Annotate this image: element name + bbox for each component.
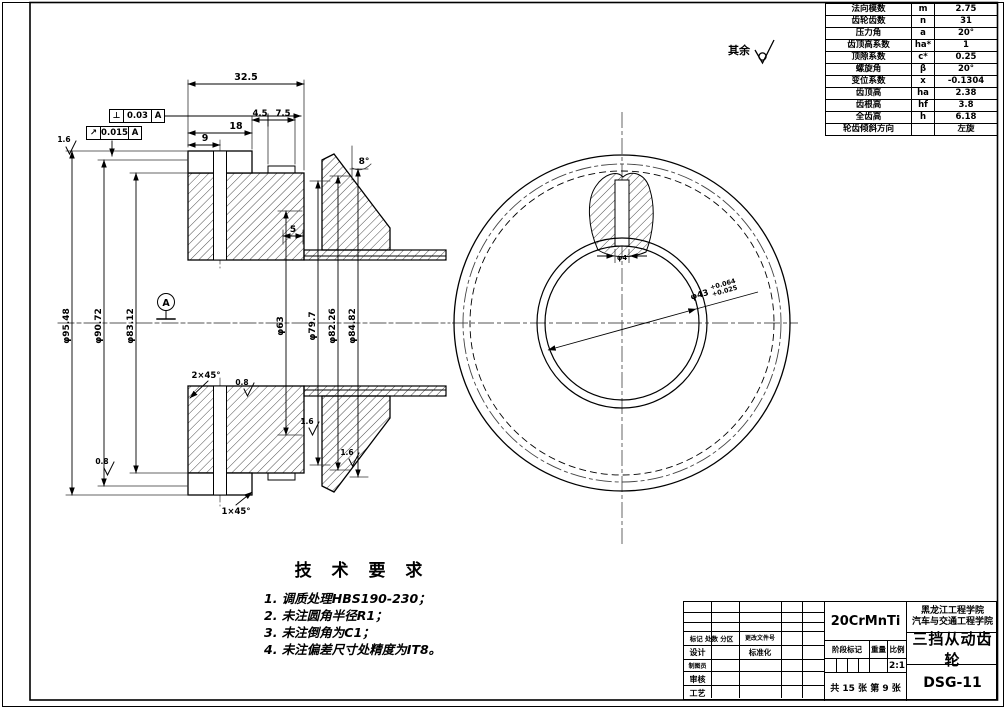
roughness-value: 0.8 bbox=[235, 378, 248, 387]
clutch-cone-bottom bbox=[321, 395, 391, 493]
dim-rim-width: 18 bbox=[229, 121, 243, 132]
dim-dia-cone: φ90.72 bbox=[94, 308, 104, 344]
row-check: 审核 bbox=[689, 675, 706, 684]
part-name-cell: 三挡从动齿轮 bbox=[906, 630, 998, 669]
scale-label: 比例 bbox=[887, 641, 906, 659]
perpendicularity-icon: ⊥ bbox=[109, 109, 123, 123]
root-circle bbox=[469, 170, 775, 476]
scale-value: 2:1 bbox=[887, 659, 906, 673]
row-standardization: 标准化 bbox=[748, 648, 772, 657]
gdt-tolerance-value: 0.03 bbox=[123, 109, 151, 123]
row-process: 工艺 bbox=[689, 689, 706, 698]
company-line1: 黑龙江工程学院 bbox=[920, 605, 984, 616]
tech-requirement-item: 4. 未注偏差尺寸处精度为IT8。 bbox=[264, 642, 442, 657]
tip-circle bbox=[453, 154, 791, 492]
dim-cone-angle: 8° bbox=[359, 157, 370, 167]
roughness-icon bbox=[65, 140, 77, 156]
dim-dia-8482: φ84.82 bbox=[348, 308, 358, 344]
stage-mark-label: 阶段标记 bbox=[824, 641, 869, 659]
weight-value bbox=[869, 659, 887, 673]
bore-chamfer-circle bbox=[536, 237, 708, 409]
oil-hole-dim: φ4 bbox=[617, 254, 627, 262]
dim-step2: 7.5 bbox=[275, 109, 290, 119]
runout-icon: ↗ bbox=[86, 126, 100, 140]
material-cell: 20CrMnTi bbox=[824, 602, 906, 641]
tech-requirements-title: 技 术 要 求 bbox=[294, 561, 430, 581]
tech-requirement-item: 2. 未注圆角半径R1； bbox=[264, 608, 388, 623]
section-view: 32.5 4.5 7.5 18 9 5 8° φ95.48 φ90.72 φ83… bbox=[57, 72, 451, 517]
company-cell: 黑龙江工程学院 汽车与交通工程学院 bbox=[906, 602, 998, 633]
chamfer-bore-label: 2×45° bbox=[191, 371, 220, 381]
dim-dia-root: φ83.12 bbox=[126, 308, 136, 344]
dim-dia-8226: φ82.26 bbox=[328, 308, 338, 344]
sleeve-wall-bottom bbox=[303, 385, 447, 397]
dim-dia-hub: φ63 bbox=[276, 316, 286, 336]
drawing-number-cell: DSG-11 bbox=[906, 665, 998, 701]
dim-total-width: 32.5 bbox=[234, 72, 257, 83]
dim-step1: 4.5 bbox=[252, 109, 267, 119]
surface-finish-symbol bbox=[754, 39, 775, 65]
pitch-circle bbox=[462, 163, 782, 483]
rim-section-bottom bbox=[187, 385, 305, 474]
oil-hole-slot-top bbox=[213, 150, 227, 261]
roughness-value: 1.6 bbox=[300, 417, 313, 426]
dim-hole-offset: 9 bbox=[202, 133, 209, 144]
oil-hole-slot-bottom bbox=[213, 385, 227, 496]
tech-requirement-item: 3. 未注倒角为C1； bbox=[264, 625, 375, 640]
roughness-icon bbox=[348, 452, 360, 468]
roughness-value: 1.6 bbox=[57, 135, 70, 144]
dim-dia-tip: φ95.48 bbox=[62, 308, 72, 344]
front-view: φ4 φ43 +0.064 +0.025 bbox=[452, 112, 798, 545]
company-line2: 汽车与交通工程学院 bbox=[911, 617, 993, 627]
roughness-icon bbox=[243, 382, 255, 398]
sheet-count: 共 15 张 第 9 张 bbox=[824, 673, 906, 701]
weight-label: 重量 bbox=[869, 641, 887, 659]
title-block: 标记 处数 分区 更改文件号 设计 标准化 制图员 审核 工艺 20CrMnTi… bbox=[683, 601, 998, 701]
revision-header: 标记 处数 分区 bbox=[689, 635, 734, 643]
dim-step3: 5 bbox=[290, 225, 296, 235]
row-design: 设计 bbox=[689, 648, 706, 657]
gdt-datum-ref: A bbox=[128, 126, 142, 140]
revision-header-2: 更改文件号 bbox=[744, 635, 775, 642]
stage-mark-cells bbox=[824, 659, 869, 673]
dim-dia-797: φ79.7 bbox=[308, 311, 318, 340]
bore-dim: φ43 bbox=[689, 288, 710, 303]
datum-a-symbol: A bbox=[156, 293, 176, 320]
gdt-tolerance-value: 0.015 bbox=[100, 126, 128, 140]
tech-requirements-list: 1. 调质处理HBS190-230； 2. 未注圆角半径R1； 3. 未注倒角为… bbox=[264, 590, 494, 658]
roughness-value: 1.6 bbox=[340, 448, 353, 457]
sleeve-wall-top bbox=[303, 249, 447, 261]
rim-section-top bbox=[187, 172, 305, 261]
oil-hole-channel bbox=[614, 179, 630, 247]
roughness-value: 0.8 bbox=[95, 457, 108, 466]
datum-a-label: A bbox=[162, 298, 170, 309]
table-row: 轮齿倾斜方向左旋 bbox=[826, 124, 997, 136]
row-draft: 制图员 bbox=[688, 663, 707, 670]
roughness-icon bbox=[103, 461, 115, 477]
roughness-icon bbox=[308, 421, 320, 437]
surface-note: 其余 bbox=[728, 44, 750, 57]
bore-circle bbox=[544, 245, 700, 401]
clutch-cone-top bbox=[321, 153, 391, 251]
chamfer-edge-label: 1×45° bbox=[221, 507, 250, 517]
tech-requirement-item: 1. 调质处理HBS190-230； bbox=[264, 591, 431, 606]
gdt-datum-ref: A bbox=[151, 109, 165, 123]
